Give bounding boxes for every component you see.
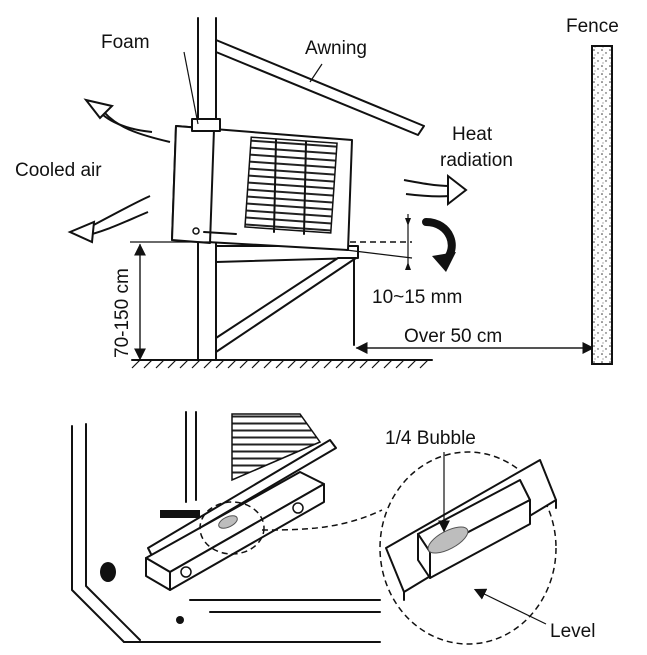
fence: [591, 45, 613, 365]
level-detail-diagram: 1/4 Bubble Level: [71, 411, 595, 645]
level-tool-small: [145, 471, 325, 591]
heat-radiation-label-line2: radiation: [440, 150, 513, 171]
ac-unit: [171, 118, 353, 251]
fence-label: Fence: [566, 16, 619, 37]
height-label: 70-150 cm: [112, 268, 133, 358]
height-dimension: [130, 241, 212, 361]
tilt-indicator: [345, 214, 413, 270]
rotation-arrow-icon: [422, 218, 456, 272]
foam-label: Foam: [101, 32, 150, 53]
awning: [215, 39, 425, 136]
distance-label: Over 50 cm: [404, 326, 502, 347]
tilt-label: 10~15 mm: [372, 287, 462, 308]
cooled-air-label: Cooled air: [15, 160, 102, 181]
cooled-air-arrows: [67, 98, 171, 244]
unit-base: [71, 411, 381, 643]
heat-radiation-label-line1: Heat: [452, 124, 493, 145]
ground: [131, 359, 433, 369]
awning-label: Awning: [305, 38, 367, 59]
heat-radiation-arrow: [403, 173, 468, 207]
zoom-circle: [379, 451, 557, 645]
support-bracket: [215, 245, 359, 353]
zoom-connector: [261, 509, 383, 531]
level-label: Level: [550, 621, 595, 642]
bubble-label: 1/4 Bubble: [385, 428, 476, 449]
side-view-diagram: Foam Awning Fence Heat radiation Cooled …: [15, 16, 619, 369]
